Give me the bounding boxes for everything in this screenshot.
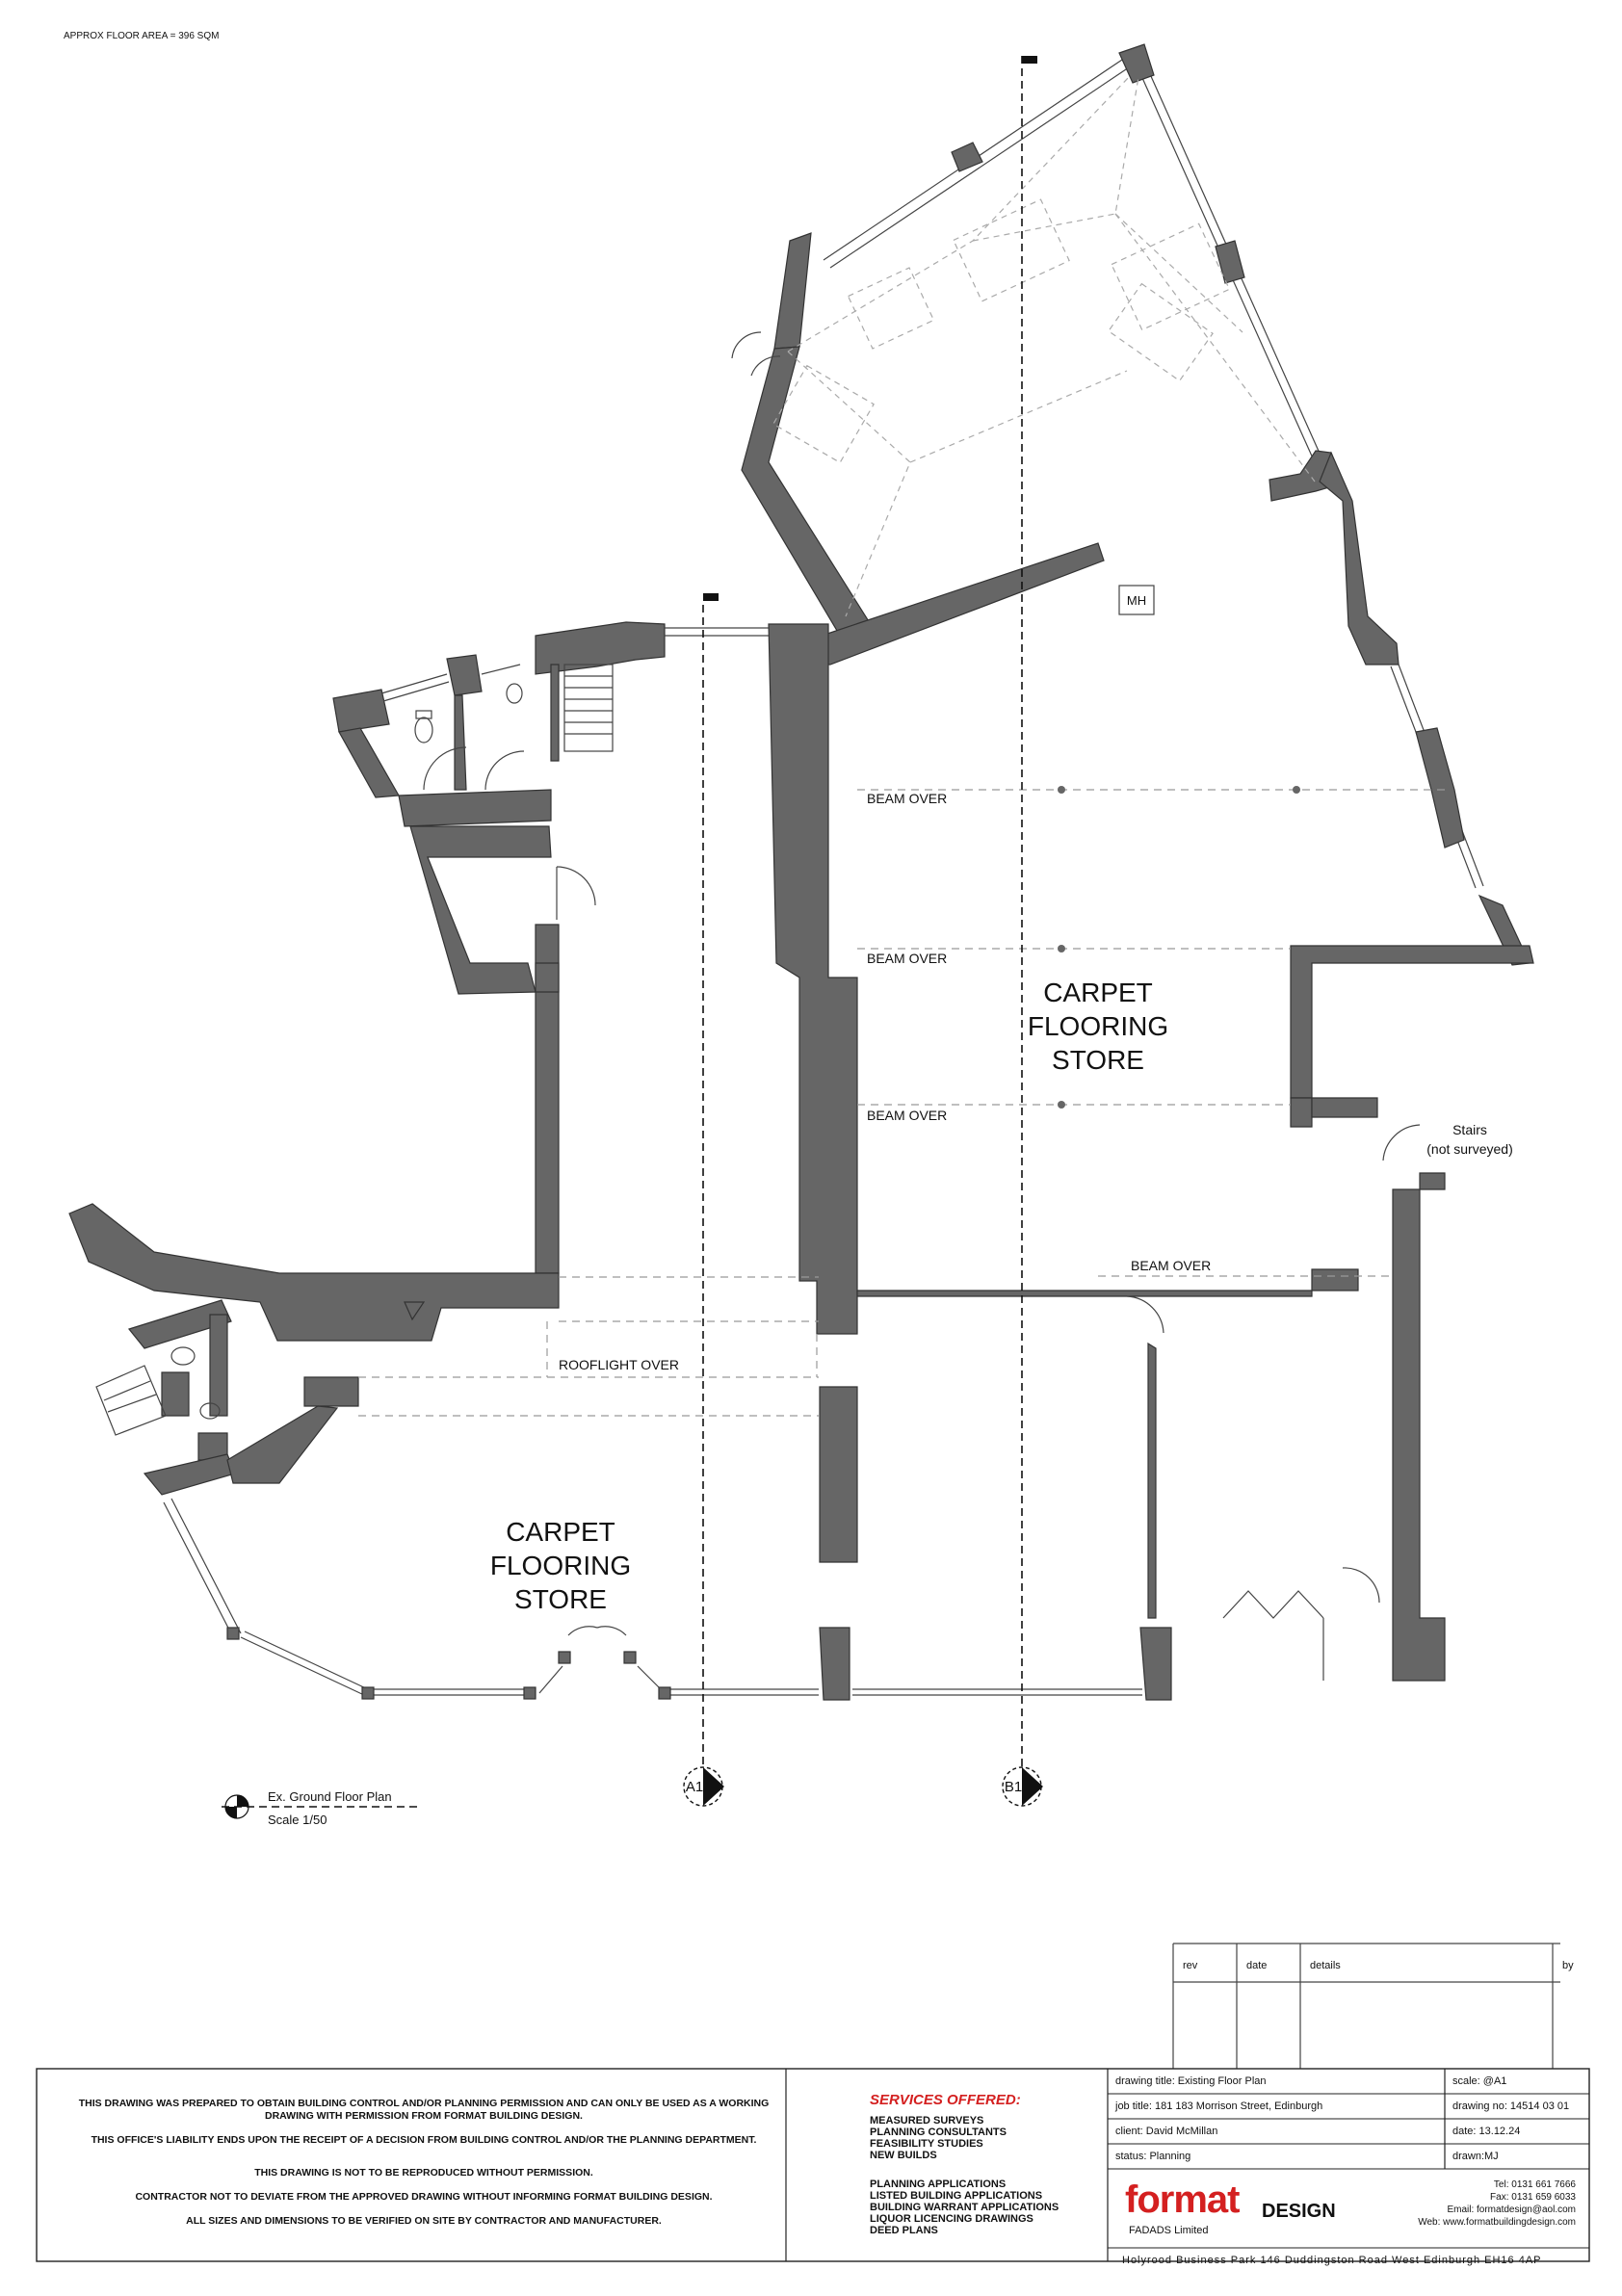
company-logo: format — [1125, 2179, 1240, 2221]
company-fax: Fax: 0131 659 6033 — [1490, 2192, 1576, 2203]
upper-roof-lines — [772, 76, 1316, 617]
company-contact: Tel: 0131 661 7666 Fax: 0131 659 6033 Em… — [1418, 2179, 1576, 2229]
service-item: PLANNING APPLICATIONS — [870, 2179, 1007, 2190]
lower-glazing — [163, 1498, 1142, 1700]
stairs-label-1: Stairs — [1452, 1122, 1487, 1137]
upper-left-glazing — [380, 627, 769, 702]
by-heading: by — [1562, 1960, 1574, 1971]
service-item: BUILDING WARRANT APPLICATIONS — [870, 2202, 1060, 2213]
drawn-by: drawn:MJ — [1452, 2151, 1499, 2162]
note-3: THIS DRAWING IS NOT TO BE REPRODUCED WIT… — [254, 2167, 593, 2179]
company-email: Email: formatdesign@aol.com — [1447, 2205, 1576, 2215]
beam-over-label-2: BEAM OVER — [867, 951, 947, 966]
wc-fittings — [170, 683, 523, 1420]
upper-store-line-2: FLOORING — [1028, 1011, 1168, 1041]
section-b-label: B1 — [1005, 1779, 1022, 1795]
lower-store-line-3: STORE — [514, 1584, 607, 1614]
plan-key-scale: Scale 1/50 — [268, 1813, 327, 1827]
beam-over-label-3: BEAM OVER — [867, 1108, 947, 1123]
company-fadads: FADADS Limited — [1129, 2225, 1209, 2236]
beam-lines — [857, 786, 1447, 1277]
beam-over-label-4: BEAM OVER — [1131, 1258, 1211, 1273]
note-5: ALL SIZES AND DIMENSIONS TO BE VERIFIED … — [186, 2215, 662, 2227]
section-lines — [683, 56, 1043, 1807]
service-item: LISTED BUILDING APPLICATIONS — [870, 2190, 1043, 2202]
company-logo-sub: DESIGN — [1262, 2201, 1336, 2222]
service-item: LIQUOR LICENCING DRAWINGS — [870, 2213, 1033, 2225]
status: status: Planning — [1115, 2151, 1191, 2162]
company-tel: Tel: 0131 661 7666 — [1493, 2179, 1576, 2190]
details-heading: details — [1310, 1960, 1341, 1971]
upper-store-line-1: CARPET — [1043, 978, 1153, 1007]
drawing-title: drawing title: Existing Floor Plan — [1115, 2075, 1267, 2087]
main-walls — [68, 621, 1446, 1701]
rooflight-lines — [358, 1276, 819, 1417]
note-4: CONTRACTOR NOT TO DEVIATE FROM THE APPRO… — [135, 2191, 713, 2203]
plan-key-title: Ex. Ground Floor Plan — [268, 1789, 392, 1804]
client: client: David McMillan — [1115, 2126, 1218, 2137]
plan-key-symbol — [222, 1794, 420, 1819]
doors — [423, 331, 1421, 1681]
date-heading: date — [1246, 1960, 1268, 1971]
revision-table-lines — [1172, 1943, 1560, 2069]
service-item: NEW BUILDS — [870, 2150, 937, 2161]
rooflight-label: ROOFLIGHT OVER — [559, 1357, 679, 1372]
rev-heading: rev — [1183, 1960, 1198, 1971]
service-item: MEASURED SURVEYS — [870, 2115, 984, 2126]
company-web: Web: www.formatbuildingdesign.com — [1418, 2217, 1576, 2228]
manhole-box — [1118, 585, 1155, 615]
services-title: SERVICES OFFERED: — [870, 2092, 1021, 2108]
job-title: job title: 181 183 Morrison Street, Edin… — [1115, 2100, 1323, 2112]
floor-area-label: APPROX FLOOR AREA = 396 SQM — [64, 31, 220, 41]
stair — [95, 664, 614, 1436]
service-item: DEED PLANS — [870, 2225, 938, 2236]
drawing-number: drawing no: 14514 03 01 — [1452, 2100, 1570, 2112]
upper-store-line-3: STORE — [1052, 1045, 1144, 1075]
title-block-frame — [36, 2068, 1590, 2262]
note-1: THIS DRAWING WAS PREPARED TO OBTAIN BUIL… — [78, 2098, 770, 2122]
manhole-label: MH — [1127, 593, 1146, 608]
lower-store-line-2: FLOORING — [490, 1551, 631, 1580]
stairs-label-2: (not surveyed) — [1426, 1141, 1512, 1157]
scale: scale: @A1 — [1452, 2075, 1507, 2087]
service-item: PLANNING CONSULTANTS — [870, 2126, 1007, 2138]
company-address: Holyrood Business Park 146 Duddingston R… — [1122, 2255, 1542, 2266]
date: date: 13.12.24 — [1452, 2126, 1521, 2137]
beam-over-label-1: BEAM OVER — [867, 791, 947, 806]
lower-store-line-1: CARPET — [506, 1517, 615, 1547]
section-a-label: A1 — [686, 1779, 703, 1795]
note-2: THIS OFFICE'S LIABILITY ENDS UPON THE RE… — [91, 2134, 757, 2146]
service-item: FEASIBILITY STUDIES — [870, 2138, 983, 2150]
